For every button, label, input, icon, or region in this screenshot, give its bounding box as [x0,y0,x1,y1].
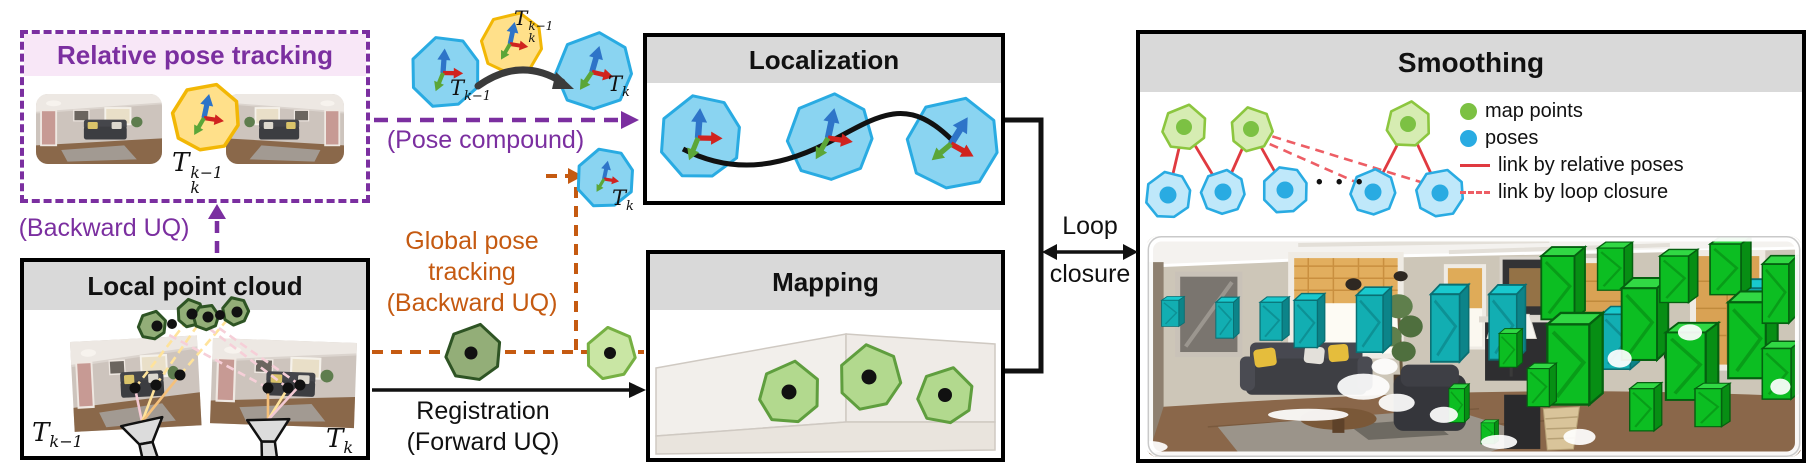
local-point-cloud-box: Local point cloud [20,258,370,460]
label-T-curr-local: Tk [326,424,354,458]
relative-pose-tracking-title: Relative pose tracking [57,39,333,70]
pose-dot-icon [1460,130,1477,147]
loop-closure-label-bottom: closure [1049,260,1131,288]
mapping-box: Mapping [646,250,1005,462]
pose-compound-label: (Pose compound) [386,126,585,154]
legend-item-map-points: map points [1460,100,1684,123]
legend-label: link by loop closure [1498,181,1669,203]
label-T-curr-global: Tk [612,186,634,215]
localization-art [647,83,1001,201]
local-point-cloud-title: Local point cloud [87,270,303,301]
room-photo-frame-prev [36,94,162,164]
smoothing-room-image [1146,236,1802,457]
global-map-point-dark [442,321,504,383]
registration-label: Registration (Forward UQ) [406,397,560,456]
localization-header: Localization [647,37,1001,83]
mapping-header: Mapping [650,254,1001,310]
backward-uq-label: (Backward UQ) [18,214,190,242]
smoothing-header: Smoothing [1140,34,1802,92]
loop-closure-label-top: Loop [1062,212,1118,240]
local-point-cloud-art [68,292,358,456]
pose-compound-group [400,3,639,114]
localization-title: Localization [748,44,900,75]
dashed-red-line-icon [1460,191,1490,194]
smoothing-legend: map points poses link by relative poses … [1460,100,1684,204]
map-point-dot-icon [1460,103,1477,120]
solid-red-line-icon [1460,164,1490,167]
mapping-title: Mapping [772,266,879,297]
global-map-point-light [582,326,638,380]
graph-poses [1141,161,1471,224]
localization-box: Localization [643,33,1005,205]
graph-ellipsis: • • • [1316,172,1367,193]
legend-label: map points [1485,100,1583,122]
relative-pose-icon [164,82,248,156]
label-T-prev-local: Tk−1 [32,418,83,452]
legend-item-poses: poses [1460,127,1684,150]
smoothing-title: Smoothing [1397,47,1545,78]
graph-map-points [1158,97,1434,155]
relative-pose-tracking-header: Relative pose tracking [24,34,366,76]
legend-label: poses [1485,127,1539,149]
legend-item-loop-links: link by loop closure [1460,181,1684,204]
legend-item-relative-links: link by relative poses [1460,154,1684,177]
legend-label: link by relative poses [1498,154,1684,176]
global-pose-tracking-label: Global pose tracking (Backward UQ) [386,227,558,317]
mapping-art [655,333,996,455]
label-T-prev-top: Tk−1 [450,76,492,105]
loop-closure-bracket [1005,117,1044,374]
smoothing-graph [1141,97,1471,224]
camera-frustum-curr [242,414,291,456]
compound-arrow [474,66,566,90]
label-T-curr-top: Tk [608,72,630,101]
relative-pose-tracking-box: Relative pose tracking [20,30,370,203]
